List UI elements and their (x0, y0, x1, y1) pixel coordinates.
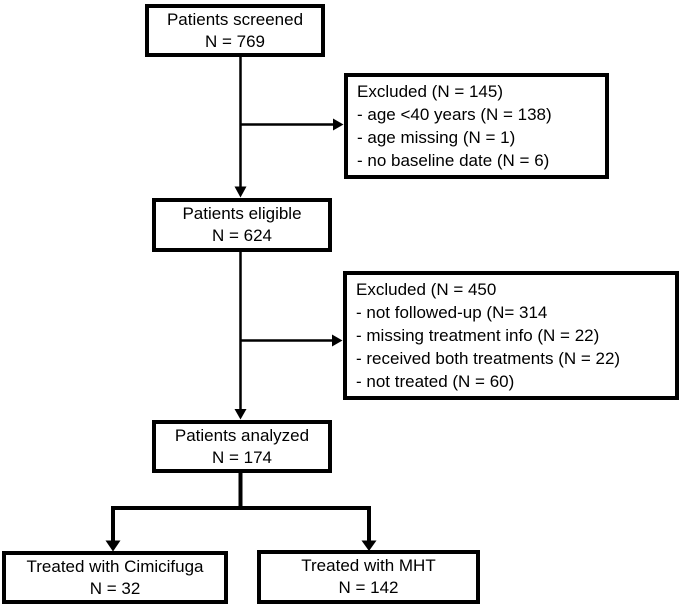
box-treated-mht: Treated with MHT N = 142 (257, 550, 480, 604)
box-patients-analyzed: Patients analyzed N = 174 (152, 420, 332, 473)
excluded-first-title: Excluded (N = 145) (357, 82, 503, 101)
box-patients-eligible: Patients eligible N = 624 (152, 198, 332, 252)
arrow-to-cimicifuga-head (105, 540, 121, 552)
box-excluded-first: Excluded (N = 145) - age <40 years (N = … (344, 73, 609, 179)
box-treated-cimicifuga: Treated with Cimicifuga N = 32 (2, 551, 228, 604)
excluded-first-item: - no baseline date (N = 6) (357, 151, 550, 170)
patients-screened-count: N = 769 (204, 31, 265, 51)
arrow-to-excluded2-head (332, 334, 343, 347)
patients-screened-label: Patients screened (166, 9, 304, 29)
patients-eligible-label: Patients eligible (182, 204, 302, 223)
excluded-second-title: Excluded (N = 450 (356, 280, 497, 299)
box-excluded-second: Excluded (N = 450 - not followed-up (N= … (343, 271, 679, 400)
excluded-second-item: - received both treatments (N = 22) (356, 349, 621, 368)
excluded-second-item: - not followed-up (N= 314 (356, 303, 548, 322)
box-patients-screened: Patients screened N = 769 (145, 4, 325, 57)
arrow-to-excluded1-head (333, 118, 344, 131)
arrow-eligible-to-analyzed-head (234, 409, 247, 420)
patients-eligible-count: N = 624 (211, 226, 272, 245)
treated-mht-label: Treated with MHT (301, 556, 436, 575)
excluded-first-item: - age <40 years (N = 138) (357, 105, 552, 124)
arrow-screened-to-eligible-head (234, 186, 247, 198)
arrow-to-mht-head (361, 540, 377, 551)
excluded-second-item: - missing treatment info (N = 22) (356, 326, 600, 345)
treated-cimicifuga-count: N = 32 (89, 578, 141, 598)
excluded-first-item: - age missing (N = 1) (357, 128, 516, 147)
treated-mht-count: N = 142 (338, 578, 399, 597)
excluded-second-item: - not treated (N = 60) (356, 372, 515, 391)
patients-analyzed-label: Patients analyzed (174, 425, 310, 445)
patients-analyzed-count: N = 174 (211, 447, 272, 467)
treated-cimicifuga-label: Treated with Cimicifuga (26, 556, 204, 576)
